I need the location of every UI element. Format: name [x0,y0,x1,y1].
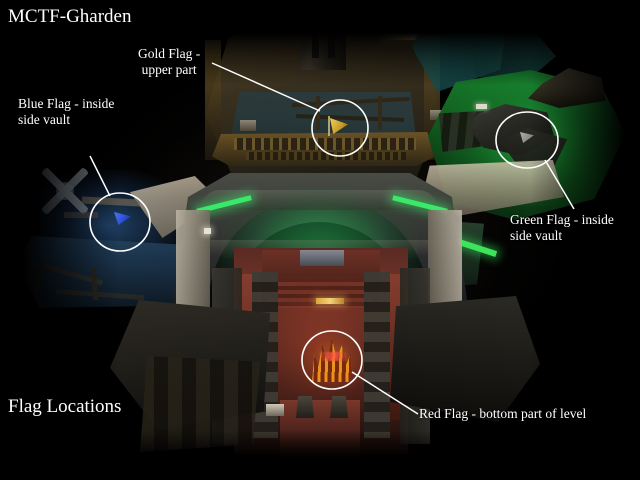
central-arch-glow [222,188,418,258]
marker-circle-gold [311,99,369,157]
vignette-left [0,0,120,480]
red-base-column-inner-right [364,272,390,438]
leader-line-red [351,371,419,415]
leader-line-blue [89,155,111,197]
map-footer-caption: Flag Locations [8,396,122,417]
annotation-label-blue: Blue Flag - inside side vault [18,96,115,127]
annotation-label-green: Green Flag - inside side vault [510,212,614,243]
courtyard-railing [234,138,416,150]
green-vault-lamp [476,104,487,109]
gold-flag-pole [328,116,330,136]
annotation-label-red: Red Flag - bottom part of level [419,406,587,421]
green-flag-object [520,132,534,143]
red-base-light-fixture [316,298,344,304]
courtyard-crate-a [240,120,256,131]
red-base-pedestal-left [296,396,314,418]
courtyard-railing-lower [246,152,406,160]
red-base-pedestal-right [330,396,348,418]
annotation-label-gold: Gold Flag - upper part [138,46,201,77]
arch-wall-lamp [204,228,211,234]
courtyard-post-a [316,96,320,130]
red-base-crate [266,404,284,416]
central-arch-lip [200,190,438,210]
courtyard-post-b [378,96,382,130]
red-base-upper-gate [300,250,344,266]
vignette-right [530,0,640,480]
leader-line-green [544,159,575,210]
red-flag-marker-text [318,352,348,361]
map-title: MCTF-Gharden [8,6,132,27]
marker-circle-blue [89,192,151,252]
marker-circle-green [495,111,559,169]
marker-circle-red [301,330,363,390]
leader-line-gold [211,62,321,112]
